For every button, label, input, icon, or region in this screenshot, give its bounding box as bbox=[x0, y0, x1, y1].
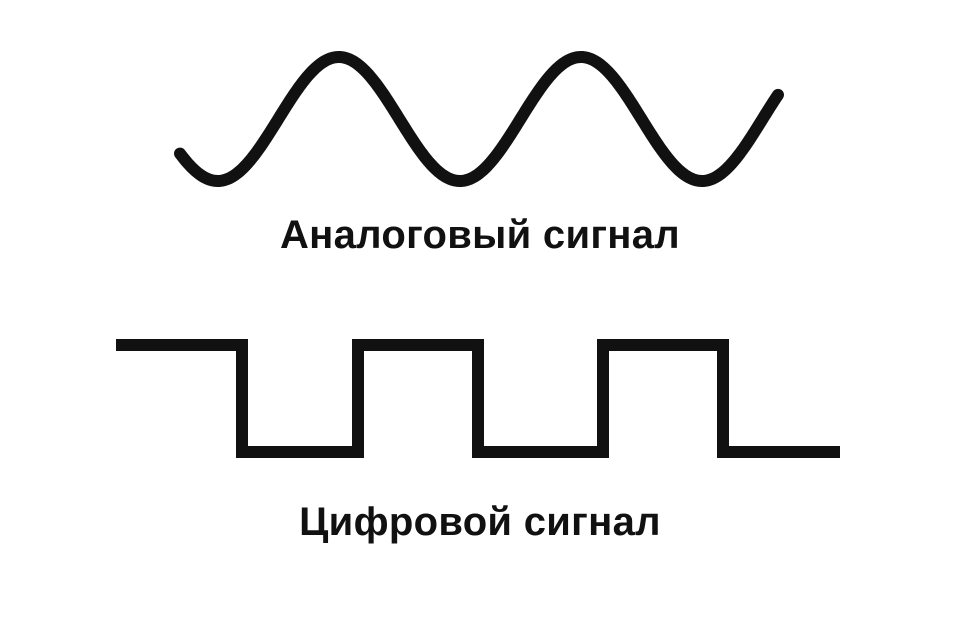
digital-square-wave bbox=[116, 339, 840, 458]
analog-sine-wave bbox=[174, 51, 784, 187]
analog-signal-label: Аналоговый сигнал bbox=[279, 213, 681, 257]
digital-signal-label: Цифровой сигнал bbox=[299, 500, 661, 544]
